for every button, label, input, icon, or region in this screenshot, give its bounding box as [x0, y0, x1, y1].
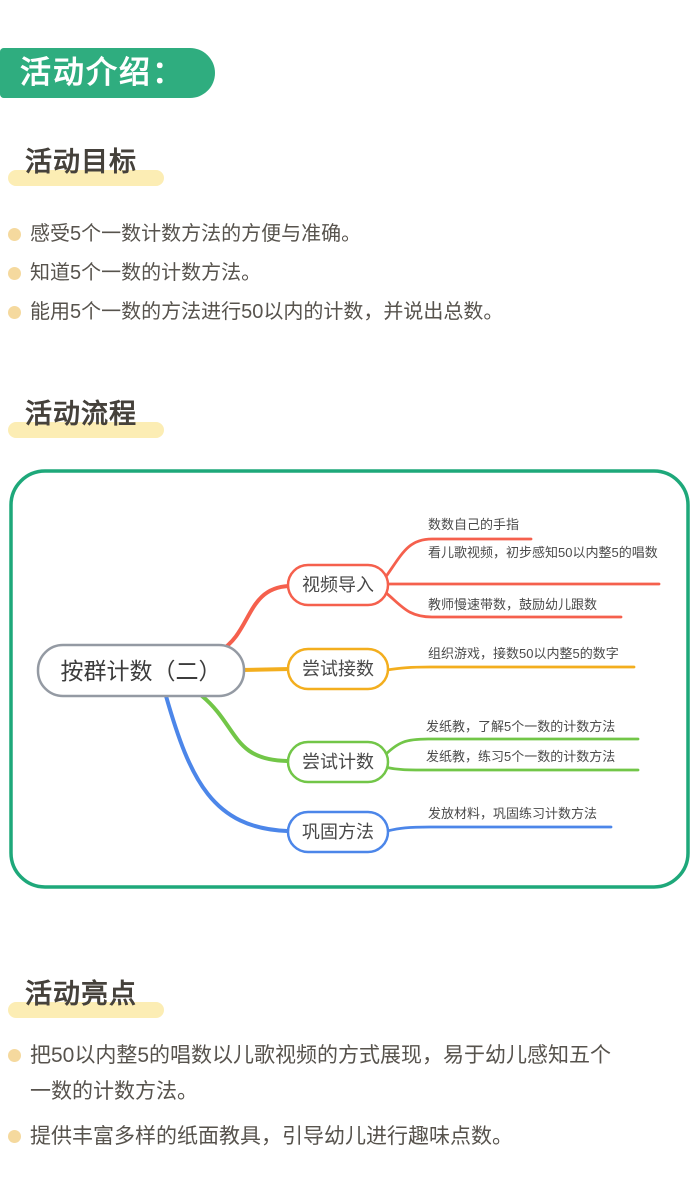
heading-text-process: 活动流程 [25, 399, 137, 429]
leaf-text: 发纸教，练习5个一数的计数方法 [426, 749, 616, 764]
branch-node-shape [286, 810, 390, 854]
mindmap-leaf: 教师慢速带数，鼓励幼儿跟数 [428, 597, 598, 612]
bullet-text: 能用5个一数的方法进行50以内的计数，并说出总数。 [30, 301, 504, 323]
list-item: 把50以内整5的唱数以儿歌视频的方式展现，易于幼儿感知五个一数的计数方法。 [8, 1038, 684, 1110]
list-item: 感受5个一数计数方法的方便与准确。 [8, 219, 684, 249]
mindmap-diagram: 按群计数（二） 视频导入 尝试接数 尝试计数 巩固方法 数数自己的手指 看儿歌视… [9, 469, 690, 889]
bullet-text: 感受5个一数计数方法的方便与准确。 [30, 223, 362, 245]
section-heading-goals: 活动目标 [8, 146, 164, 186]
bullet-dot-icon [8, 1130, 21, 1143]
page-title-text: 活动介绍： [20, 55, 185, 90]
mindmap-branch-node-jieshu: 尝试接数 [286, 647, 390, 691]
connector-root-jieshu [240, 667, 292, 672]
mindmap-root-node: 按群计数（二） [36, 643, 246, 698]
leaf-text: 发放材料，巩固练习计数方法 [428, 806, 598, 821]
leaf-text: 发纸教，了解5个一数的计数方法 [426, 719, 616, 734]
root-node-label: 按群计数（二） [61, 658, 222, 684]
connector-leaf [383, 590, 623, 619]
bullet-dot-icon [8, 267, 21, 280]
mindmap-leaf: 发放材料，巩固练习计数方法 [428, 806, 598, 821]
branch-node-label: 视频导入 [302, 575, 374, 595]
goals-bullet-list: 感受5个一数计数方法的方便与准确。 知道5个一数的计数方法。 能用5个一数的方法… [8, 219, 684, 336]
mindmap-leaf: 发纸教，了解5个一数的计数方法 [426, 719, 616, 734]
mindmap-leaf: 看儿歌视频，初步感知50以内整5的唱数 [428, 545, 658, 560]
connector-leaf [385, 825, 613, 833]
heading-highlight [8, 422, 164, 438]
section-heading-highlights: 活动亮点 [8, 978, 164, 1018]
heading-highlight [8, 1002, 164, 1018]
heading-highlight [8, 170, 164, 186]
branch-node-label: 尝试接数 [302, 659, 374, 679]
connector-leaf [383, 537, 533, 580]
bullet-dot-icon [8, 228, 21, 241]
connector-leaf [382, 737, 640, 758]
mindmap-branch-node-video: 视频导入 [286, 563, 390, 607]
mindmap-leaf: 数数自己的手指 [428, 517, 520, 532]
root-node-shape [36, 643, 246, 698]
mindmap-leaf: 发纸教，练习5个一数的计数方法 [426, 749, 616, 764]
bullet-text: 把50以内整5的唱数以儿歌视频的方式展现，易于幼儿感知五个一数的计数方法。 [30, 1044, 612, 1103]
bullet-text: 提供丰富多样的纸面教具，引导幼儿进行趣味点数。 [30, 1125, 513, 1148]
mindmap-branch-node-gonggu: 巩固方法 [286, 810, 390, 854]
branch-node-shape [286, 740, 390, 784]
branch-node-label: 尝试计数 [302, 752, 374, 772]
bullet-text: 知道5个一数的计数方法。 [30, 262, 262, 284]
leaf-text: 看儿歌视频，初步感知50以内整5的唱数 [428, 545, 658, 560]
connector-leaf [385, 665, 636, 672]
list-item: 提供丰富多样的纸面教具，引导幼儿进行趣味点数。 [8, 1119, 684, 1155]
highlights-bullet-list: 把50以内整5的唱数以儿歌视频的方式展现，易于幼儿感知五个一数的计数方法。 提供… [8, 1038, 684, 1164]
branch-node-shape [286, 563, 390, 607]
mindmap-leaf: 组织游戏，接数50以内整5的数字 [428, 646, 619, 661]
leaf-text: 教师慢速带数，鼓励幼儿跟数 [428, 597, 598, 612]
heading-text-highlights: 活动亮点 [25, 979, 137, 1009]
bullet-dot-icon [8, 1049, 21, 1062]
bullet-dot-icon [8, 306, 21, 319]
leaf-text: 组织游戏，接数50以内整5的数字 [428, 646, 619, 661]
list-item: 能用5个一数的方法进行50以内的计数，并说出总数。 [8, 297, 684, 327]
branch-node-shape [286, 647, 390, 691]
branch-node-label: 巩固方法 [302, 822, 374, 842]
page-title-badge: 活动介绍： [0, 48, 215, 98]
section-heading-process: 活动流程 [8, 398, 164, 438]
connector-root-jishu [200, 694, 289, 763]
leaf-text: 数数自己的手指 [428, 517, 520, 532]
heading-text-goals: 活动目标 [25, 147, 137, 177]
mindmap-branch-node-jishu: 尝试计数 [286, 740, 390, 784]
list-item: 知道5个一数的计数方法。 [8, 258, 684, 288]
connector-root-video [218, 584, 291, 653]
connector-root-gonggu [164, 694, 289, 833]
